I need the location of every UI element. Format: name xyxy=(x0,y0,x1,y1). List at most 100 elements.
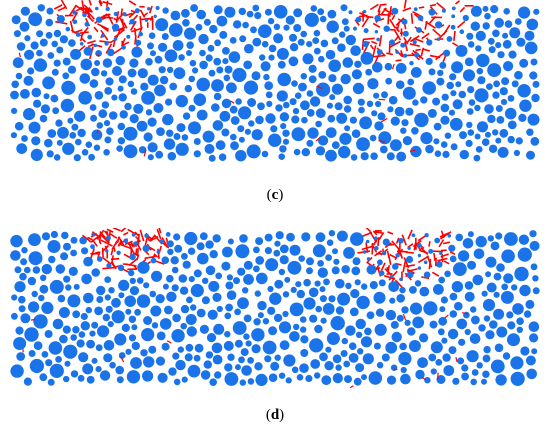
particle xyxy=(31,136,41,146)
crack-segment xyxy=(123,231,129,236)
particle xyxy=(226,290,237,300)
crack-segment xyxy=(112,228,121,232)
particle xyxy=(449,310,458,318)
particle xyxy=(162,7,169,14)
particle xyxy=(293,148,301,156)
particle xyxy=(326,20,339,33)
particle xyxy=(323,278,330,286)
particle xyxy=(77,374,85,382)
particle xyxy=(327,9,337,19)
particle xyxy=(279,255,289,265)
particle xyxy=(407,78,415,86)
particle xyxy=(145,109,153,116)
particle xyxy=(184,84,192,93)
particle xyxy=(400,366,407,374)
particle xyxy=(282,291,290,298)
particle xyxy=(259,54,266,61)
particle xyxy=(356,137,370,152)
particle xyxy=(478,324,486,332)
particle xyxy=(315,120,322,128)
particle xyxy=(518,113,527,122)
particle xyxy=(148,345,157,354)
particle xyxy=(293,8,303,18)
particle xyxy=(207,44,215,52)
particle xyxy=(408,340,421,352)
particle xyxy=(243,314,252,323)
particle xyxy=(91,268,100,277)
particle xyxy=(290,286,297,293)
particle xyxy=(270,125,278,133)
particle xyxy=(130,88,138,95)
particle xyxy=(461,372,469,381)
particle xyxy=(178,274,188,283)
crack-segment xyxy=(100,232,106,239)
particle xyxy=(489,320,498,329)
particle xyxy=(244,43,254,54)
particle xyxy=(476,362,483,369)
particle xyxy=(391,331,402,343)
crack-segment xyxy=(98,0,103,5)
crack-segment xyxy=(118,243,132,250)
particle xyxy=(467,129,475,136)
particle xyxy=(530,137,540,146)
particle xyxy=(314,324,323,334)
particle xyxy=(53,59,61,67)
particle xyxy=(261,40,269,48)
particle xyxy=(464,57,474,67)
crack-segment xyxy=(378,98,386,101)
particle xyxy=(27,67,35,75)
particle xyxy=(96,296,104,303)
particle xyxy=(501,283,509,291)
particle xyxy=(147,117,157,127)
particle xyxy=(252,37,262,47)
particle xyxy=(243,274,254,285)
particle xyxy=(442,150,450,158)
particle xyxy=(526,150,535,160)
particle xyxy=(15,326,24,335)
particle xyxy=(392,263,399,270)
particle xyxy=(317,267,328,278)
particle xyxy=(55,119,63,127)
particle xyxy=(287,260,302,275)
particle xyxy=(365,68,373,76)
particle xyxy=(105,6,110,12)
particle xyxy=(241,365,252,376)
particle xyxy=(150,50,156,57)
particle xyxy=(138,146,147,154)
particle xyxy=(189,59,197,67)
particle xyxy=(188,104,196,112)
particle xyxy=(142,244,150,252)
particle xyxy=(161,256,170,264)
particle xyxy=(278,321,292,334)
particle xyxy=(166,240,174,248)
particle xyxy=(438,276,446,284)
particle xyxy=(205,240,214,249)
particle xyxy=(175,359,186,371)
particle xyxy=(197,252,209,265)
particle xyxy=(211,79,224,92)
particle xyxy=(348,10,353,15)
particle xyxy=(264,233,273,242)
particle xyxy=(301,232,311,242)
crack-segment xyxy=(109,233,118,239)
particle xyxy=(373,92,380,99)
particle xyxy=(495,137,502,144)
crack-segment xyxy=(120,41,130,47)
particle xyxy=(238,106,252,120)
particle xyxy=(118,279,130,291)
particle xyxy=(113,37,118,41)
particle xyxy=(312,37,320,44)
particle xyxy=(228,51,241,63)
particle xyxy=(162,283,169,290)
particle xyxy=(275,231,284,240)
particle xyxy=(104,87,113,95)
particle xyxy=(420,132,433,145)
particle xyxy=(164,305,173,315)
particle xyxy=(314,372,321,379)
particle xyxy=(207,309,218,320)
crack-segment xyxy=(444,314,449,319)
particle xyxy=(396,294,406,303)
particle xyxy=(349,307,359,317)
particle xyxy=(405,107,414,116)
crack-segment xyxy=(53,4,63,10)
